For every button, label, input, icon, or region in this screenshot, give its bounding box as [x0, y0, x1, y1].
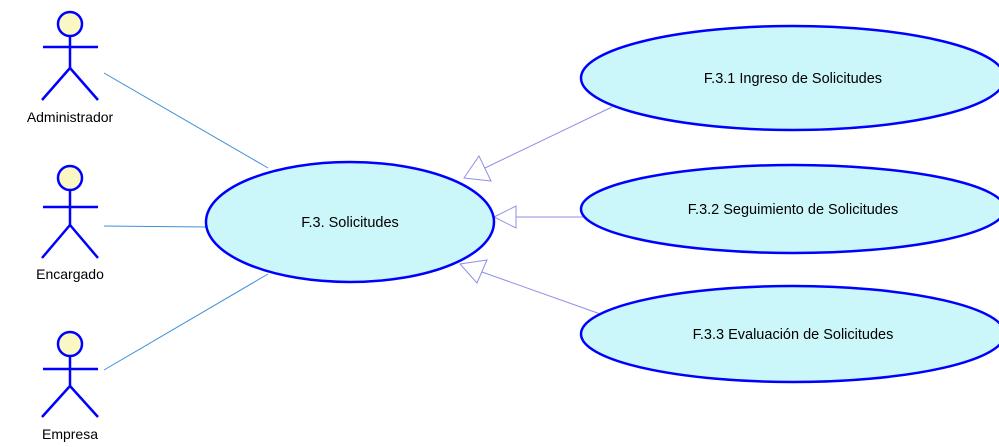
- use-case-seguimiento[interactable]: F.3.2 Seguimiento de Solicitudes: [579, 163, 999, 255]
- association-empresa: [103, 273, 269, 371]
- use-case-seguimiento-label: F.3.2 Seguimiento de Solicitudes: [688, 202, 898, 218]
- generalization-uc3-line: [481, 271, 607, 317]
- actor-encargado[interactable]: Encargado: [36, 164, 104, 282]
- use-case-ingreso-label: F.3.1 Ingreso de Solicitudes: [704, 71, 882, 87]
- use-case-evaluacion-ellipse: [579, 284, 999, 384]
- use-case-evaluacion[interactable]: F.3.3 Evaluación de Solicitudes: [579, 284, 999, 384]
- generalization-uc2-arrowhead: [492, 205, 517, 229]
- actor-administrador-label: Administrador: [27, 109, 114, 125]
- actor-empresa-icon: [41, 330, 99, 418]
- generalizations: [459, 106, 613, 317]
- use-case-seguimiento-ellipse: [579, 163, 999, 255]
- use-case-main-ellipse: [204, 160, 496, 284]
- actor-administrador[interactable]: Administrador: [27, 10, 114, 125]
- associations: [103, 72, 269, 371]
- use-case-ingreso[interactable]: F.3.1 Ingreso de Solicitudes: [579, 24, 999, 132]
- actor-administrador-icon: [41, 10, 99, 101]
- generalization-uc3-arrowhead: [459, 259, 488, 284]
- association-administrador: [103, 72, 269, 169]
- use-case-evaluacion-label: F.3.3 Evaluación de Solicitudes: [693, 327, 894, 343]
- actor-empresa-label: Empresa: [42, 426, 98, 442]
- actor-encargado-icon: [41, 164, 99, 259]
- use-case-ingreso-ellipse: [579, 24, 999, 132]
- association-encargado: [103, 225, 209, 228]
- generalization-uc1-line: [484, 106, 613, 169]
- actor-encargado-label: Encargado: [36, 266, 104, 282]
- use-case-main-label: F.3. Solicitudes: [301, 215, 399, 231]
- use-case-main[interactable]: F.3. Solicitudes: [204, 160, 496, 284]
- actor-empresa[interactable]: Empresa: [41, 330, 99, 442]
- generalization-uc1-arrowhead: [463, 155, 492, 182]
